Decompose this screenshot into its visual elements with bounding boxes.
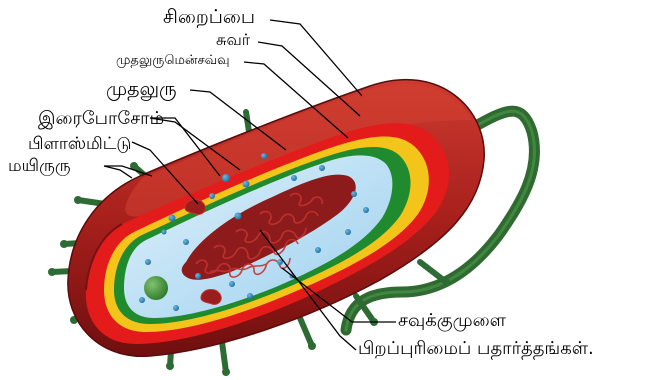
label-nucleoid: சவுக்குமுளை (398, 312, 506, 330)
label-plasma-membrane: முதலுருமென்சவ்வு (116, 54, 230, 67)
label-cell-wall: சுவர் (216, 32, 250, 48)
label-capsule: சிறைப்பை (163, 8, 255, 27)
label-cytoplasm: முதலுரு (106, 80, 177, 99)
label-flagellum: பிறப்புரிமைப் பதார்த்தங்கள். (358, 340, 594, 358)
label-ribosomes: இரைபோசோம் (38, 110, 164, 128)
label-pili: மயிருரு (8, 158, 71, 175)
label-plasmid: பிளாஸ்மிட்டு (28, 136, 131, 153)
granule (144, 276, 168, 300)
